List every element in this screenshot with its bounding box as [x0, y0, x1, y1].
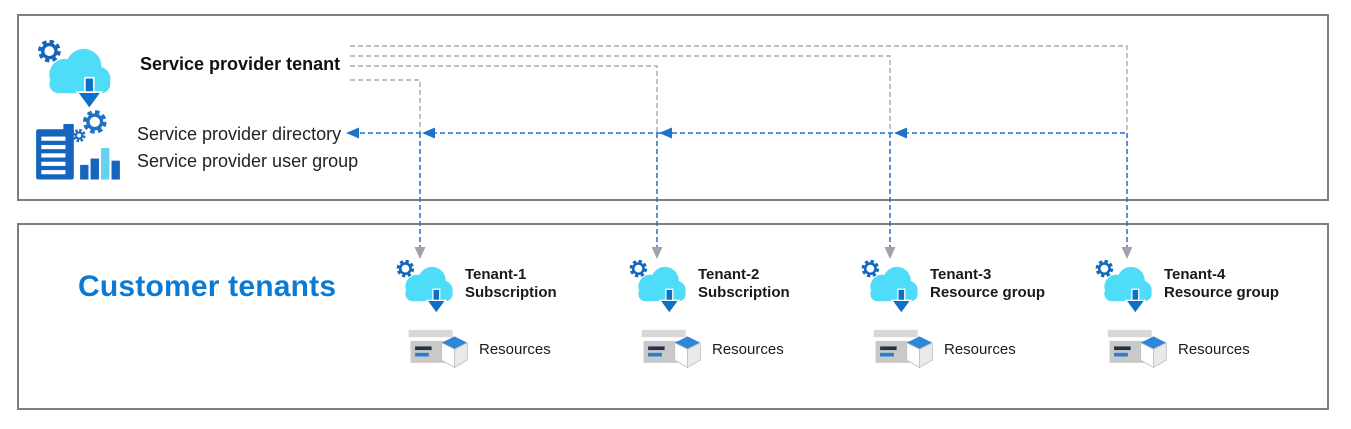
tenant-group-1: Tenant-1 Subscription Resources	[393, 255, 625, 390]
resources-cube-icon	[873, 329, 933, 368]
resources-cube-icon	[1107, 329, 1167, 368]
cloud-sync-icon	[861, 260, 920, 315]
resources-cube-icon	[641, 329, 701, 368]
tenant-name: Tenant-3	[930, 266, 992, 283]
directory-users-icon	[34, 110, 122, 182]
tenant-group-4: Tenant-4 Resource group Resources	[1092, 255, 1324, 390]
tenant-name: Tenant-2	[698, 266, 760, 283]
tenant-scope: Resource group	[1164, 284, 1280, 301]
tenant-label: Tenant-4 Resource group	[1164, 266, 1279, 302]
tenant-scope: Subscription	[698, 284, 790, 301]
resources-label: Resources	[1178, 341, 1250, 358]
resources-cube-icon	[408, 329, 468, 368]
service-provider-tenant-title: Service provider tenant	[140, 54, 341, 74]
cloud-sync-icon	[629, 260, 688, 315]
resources-label: Resources	[712, 341, 784, 358]
tenant-scope: Resource group	[930, 284, 1046, 301]
cloud-sync-icon	[396, 260, 455, 315]
tenant-name: Tenant-1	[465, 266, 527, 283]
cloud-sync-icon	[38, 40, 113, 111]
service-provider-directory-label: Service provider directory	[137, 124, 342, 144]
tenant-name: Tenant-4	[1164, 266, 1226, 283]
service-provider-user-group-label: Service provider user group	[137, 151, 359, 171]
customer-tenants-title: Customer tenants	[78, 270, 337, 303]
resources-label: Resources	[479, 341, 551, 358]
tenant-label: Tenant-3 Resource group	[930, 266, 1045, 302]
tenant-label: Tenant-2 Subscription	[698, 266, 790, 302]
tenant-scope: Subscription	[465, 284, 557, 301]
service-provider-sublabels: Service provider directory Service provi…	[137, 121, 358, 175]
cloud-sync-icon	[1095, 260, 1154, 315]
resources-label: Resources	[944, 341, 1016, 358]
customer-tenants-box	[17, 223, 1329, 410]
tenant-group-2: Tenant-2 Subscription Resources	[626, 255, 858, 390]
tenant-label: Tenant-1 Subscription	[465, 266, 557, 302]
tenant-group-3: Tenant-3 Resource group Resources	[858, 255, 1090, 390]
